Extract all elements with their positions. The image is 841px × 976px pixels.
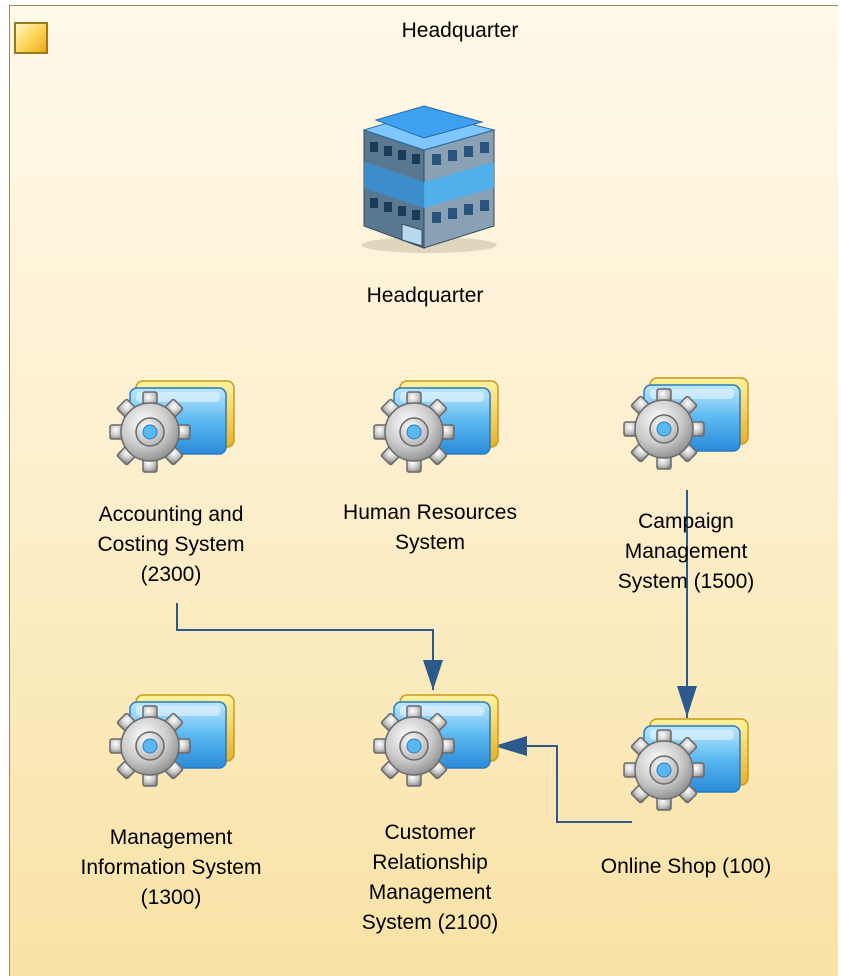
label-line: Online Shop (100) xyxy=(600,855,772,878)
label-line: Campaign xyxy=(638,510,734,533)
label-line: (2300) xyxy=(140,563,202,586)
hr-system-label: Human Resources System xyxy=(300,498,560,558)
crm-system-icon[interactable] xyxy=(370,692,500,792)
campaign-system-label: Campaign Management System (1500) xyxy=(570,507,802,597)
accounting-system-icon[interactable] xyxy=(106,378,236,478)
frame-title: Headquarter xyxy=(401,19,519,42)
label-line: System (1500) xyxy=(617,570,755,593)
label-line: Accounting and xyxy=(98,503,244,526)
crm-system-label: Customer Relationship Management System … xyxy=(315,818,545,938)
folder-icon xyxy=(14,22,48,54)
mis-system-label: Management Information System (1300) xyxy=(36,823,306,913)
campaign-system-icon[interactable] xyxy=(620,375,750,475)
label-line: Management xyxy=(624,540,748,563)
label-line: Information System xyxy=(80,856,262,879)
connector-accounting-to-crm xyxy=(176,603,434,690)
connector-shop-to-crm xyxy=(493,745,632,823)
label-line: Management xyxy=(109,826,233,849)
arrowhead-campaign-to-shop xyxy=(677,686,697,717)
headquarter-label: Headquarter xyxy=(366,284,484,307)
label-line: Costing System xyxy=(97,533,245,556)
label-line: Relationship xyxy=(372,851,488,874)
label-line: Human Resources xyxy=(343,501,517,524)
accounting-system-label: Accounting and Costing System (2300) xyxy=(46,500,296,590)
hr-system-icon[interactable] xyxy=(370,378,500,478)
label-line: (1300) xyxy=(140,886,202,909)
label-line: Management xyxy=(368,881,492,904)
label-line: System xyxy=(394,531,465,554)
office-building-icon xyxy=(361,105,497,253)
arrowhead-accounting-to-crm xyxy=(423,660,443,690)
online-shop-icon[interactable] xyxy=(620,716,750,816)
online-shop-label: Online Shop (100) xyxy=(560,852,812,882)
mis-system-icon[interactable] xyxy=(106,692,236,792)
arrowhead-shop-to-crm xyxy=(494,736,527,756)
label-line: System (2100) xyxy=(361,911,499,934)
label-line: Customer xyxy=(384,821,476,844)
